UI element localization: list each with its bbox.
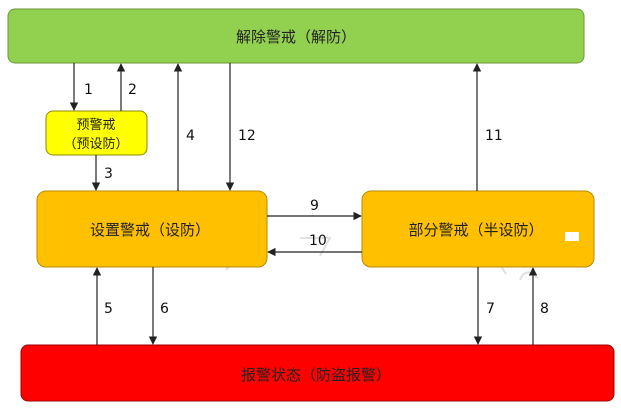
edge-12-label: 12	[238, 128, 256, 144]
edge-2-label: 2	[128, 82, 137, 98]
white-patch	[565, 232, 579, 241]
node-disarm-label: 解除警戒（解防）	[236, 28, 356, 46]
edge-labels: 1 2 3 4 12 9 10 11 5 6 7 8	[84, 82, 549, 317]
node-disarm: 解除警戒（解防）	[7, 8, 585, 64]
edge-4-label: 4	[186, 128, 195, 144]
node-disarm-box	[7, 8, 585, 64]
node-alarm-box	[20, 344, 615, 402]
node-arm-label: 设置警戒（设防）	[90, 221, 210, 239]
node-arm: 设置警戒（设防）	[36, 190, 268, 268]
node-alarm-label: 报警状态（防盗报警）	[241, 366, 391, 384]
edge-10-label: 10	[309, 233, 327, 249]
node-partial-arm: 部分警戒（半设防）	[361, 190, 595, 268]
edge-7-label: 7	[486, 301, 495, 317]
node-pre-arm-label-line1: 预警戒	[76, 117, 115, 133]
node-arm-box	[36, 190, 268, 268]
edge-6-label: 6	[160, 301, 169, 317]
edge-9-label: 9	[310, 198, 319, 214]
node-pre-arm-label-line2: （预设防）	[63, 136, 128, 152]
edge-11-label: 11	[485, 128, 503, 144]
edge-3-label: 3	[104, 166, 113, 182]
node-pre-arm: 预警戒 （预设防）	[45, 110, 148, 156]
edges	[69, 63, 538, 345]
edge-1-label: 1	[84, 82, 93, 98]
edge-8-label: 8	[540, 301, 549, 317]
node-partial-arm-label: 部分警戒（半设防）	[408, 221, 543, 239]
edge-5-label: 5	[104, 301, 113, 317]
node-alarm: 报警状态（防盗报警）	[20, 344, 615, 402]
